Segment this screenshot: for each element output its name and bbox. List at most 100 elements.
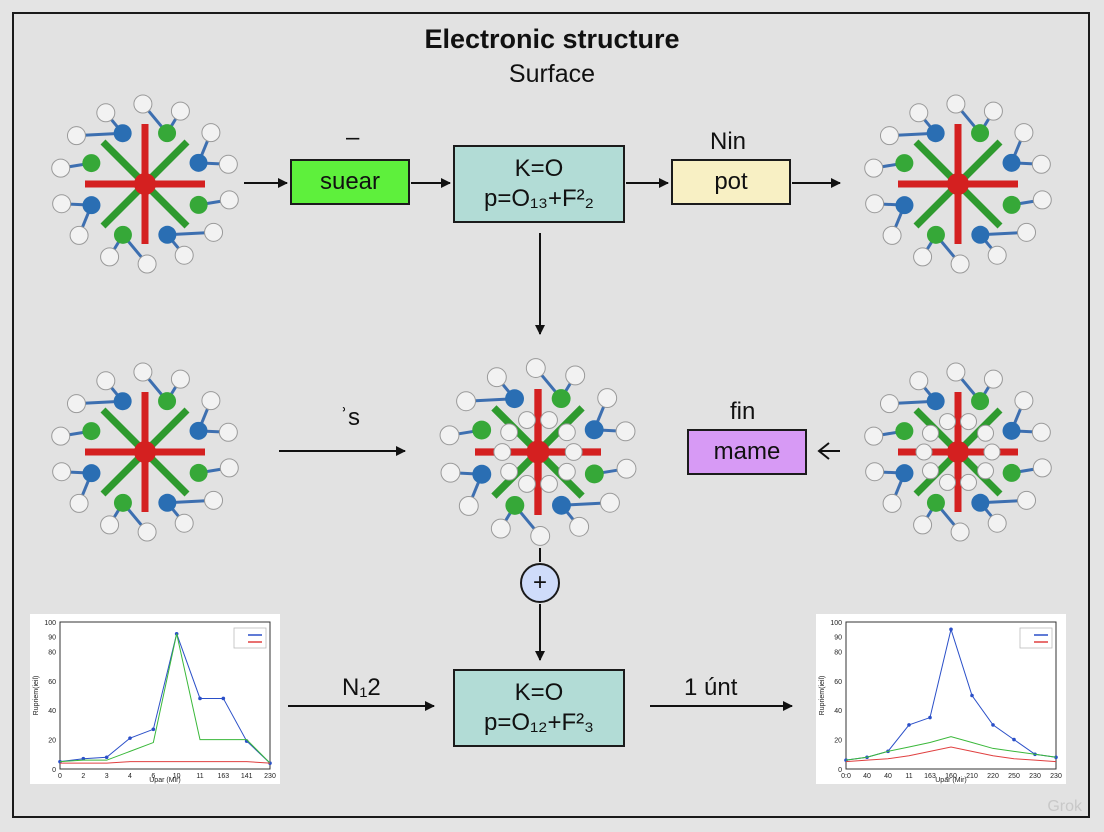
- series-line: [845, 627, 1057, 761]
- x-tick-label: 0:0: [841, 773, 851, 780]
- y-axis-label: Rupriem(ieil): [33, 676, 40, 716]
- atom: [865, 462, 885, 482]
- x-tick-label: 210: [966, 773, 978, 780]
- x-tick-label: 163: [217, 773, 229, 780]
- atom: [113, 225, 132, 244]
- atom: [52, 194, 72, 214]
- atom: [946, 362, 966, 382]
- atom: [66, 126, 86, 146]
- atom: [915, 443, 933, 461]
- atom: [218, 422, 238, 442]
- atom: [895, 196, 914, 215]
- atom: [219, 458, 239, 478]
- atom: [879, 394, 899, 414]
- data-point: [970, 693, 974, 698]
- atom: [472, 420, 492, 440]
- x-axis-label: Upar (Mir): [149, 777, 181, 784]
- box-suear-label: suear: [319, 168, 381, 195]
- arrow-into-mame: [817, 442, 840, 460]
- atom: [946, 94, 966, 114]
- atom: [597, 388, 618, 408]
- atom: [552, 495, 571, 515]
- atom: [971, 493, 990, 512]
- x-axis-label: Upar (Mir): [935, 777, 967, 784]
- atom: [865, 194, 885, 214]
- atom: [926, 392, 945, 411]
- atom: [909, 371, 929, 391]
- atom: [921, 424, 939, 442]
- diagram-title: Electronic structure: [424, 24, 680, 54]
- atom: [864, 426, 884, 446]
- atom: [96, 371, 116, 391]
- box-mame: mame: [687, 429, 807, 475]
- atom: [189, 421, 208, 440]
- atom: [565, 365, 586, 386]
- x-tick-label: 250: [1008, 773, 1020, 780]
- atom: [158, 225, 177, 244]
- molecule-mid-left: [51, 362, 239, 542]
- y-axis-label: Rupriem(ieil): [819, 676, 826, 716]
- molecule-center: [439, 358, 637, 546]
- y-tick-label: 90: [48, 635, 56, 642]
- x-tick-label: 4: [128, 773, 132, 780]
- atom: [1017, 490, 1037, 510]
- label-unt: 1 únt: [684, 674, 738, 701]
- atom: [133, 94, 153, 114]
- atom: [1032, 458, 1052, 478]
- atom: [564, 443, 583, 461]
- atom: [909, 103, 929, 123]
- atom: [1002, 195, 1021, 214]
- data-point: [81, 756, 86, 761]
- legend: [233, 627, 267, 649]
- formula-top-line2: p=O₁₃+F²₂: [484, 185, 594, 212]
- y-tick-label: 0: [838, 767, 842, 774]
- x-tick-label: 141: [241, 773, 253, 780]
- x-tick-label: 163: [924, 773, 936, 780]
- atom: [971, 392, 990, 411]
- atom: [486, 367, 507, 388]
- plot-area: [59, 621, 271, 770]
- label-ni2: N₁2: [342, 674, 381, 701]
- atom: [1017, 222, 1037, 242]
- data-point: [104, 755, 109, 760]
- atom: [1002, 153, 1021, 172]
- atom: [938, 473, 956, 491]
- atom: [895, 154, 914, 173]
- label-nin: Nin: [710, 128, 747, 155]
- plus-icon: +: [520, 563, 560, 603]
- series-line: [59, 632, 271, 764]
- atom: [201, 123, 221, 143]
- y-tick-label: 100: [830, 620, 842, 627]
- diagram-subtitle: Surface: [508, 60, 596, 88]
- atom: [518, 475, 536, 493]
- atom: [971, 225, 990, 244]
- atom: [569, 516, 590, 537]
- atom: [158, 124, 177, 143]
- x-tick-label: 220: [987, 773, 999, 780]
- atom: [1002, 463, 1021, 482]
- atom: [96, 103, 116, 123]
- atom: [189, 195, 208, 214]
- y-tick-label: 20: [48, 738, 56, 745]
- atom: [616, 458, 637, 479]
- y-tick-label: 80: [48, 649, 56, 656]
- atom: [82, 154, 101, 173]
- atom: [189, 463, 208, 482]
- x-tick-label: 230: [1029, 773, 1041, 780]
- atom: [557, 423, 576, 442]
- data-point: [58, 759, 62, 764]
- data-point: [1054, 755, 1058, 760]
- atom: [947, 173, 969, 195]
- x-tick-label: 11: [196, 773, 203, 780]
- atom: [947, 441, 969, 463]
- x-tick-label: 2: [81, 773, 85, 780]
- atom: [987, 245, 1007, 265]
- box-mame-label: mame: [713, 438, 781, 465]
- atom: [983, 101, 1003, 121]
- atom: [913, 515, 933, 535]
- atom: [490, 518, 511, 539]
- atom: [439, 425, 460, 446]
- atom: [69, 493, 89, 513]
- atom: [137, 522, 157, 542]
